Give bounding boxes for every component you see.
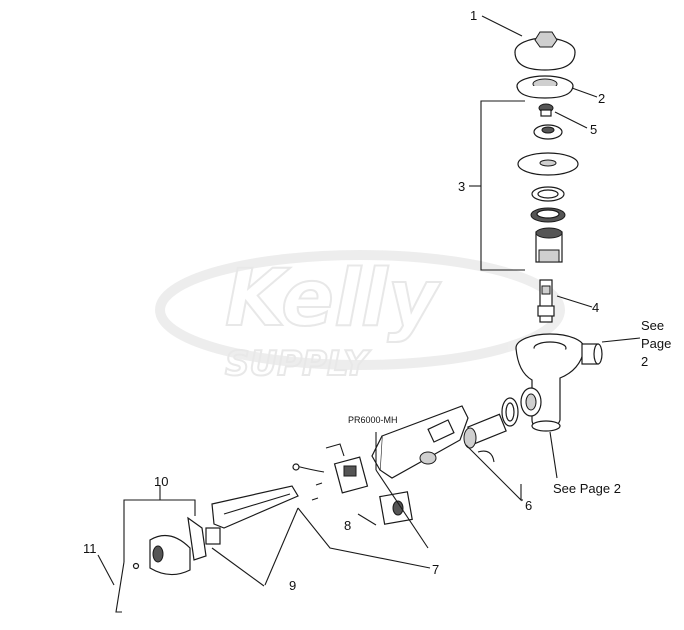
callout-5: 5 bbox=[590, 122, 597, 137]
see-page-2-label: See Page 2 bbox=[553, 481, 621, 496]
leader-lines bbox=[97, 15, 641, 587]
watermark-supply: SUPPLY bbox=[225, 344, 371, 384]
part-4-stem bbox=[537, 279, 555, 323]
watermark-logo: Kelly SUPPLY bbox=[155, 250, 565, 385]
callout-6: 6 bbox=[525, 498, 532, 513]
part-8-sensor bbox=[379, 491, 413, 525]
part-6-coupling-kit bbox=[463, 397, 519, 463]
callout-3: 3 bbox=[458, 179, 465, 194]
part-2-cover bbox=[516, 75, 574, 99]
control-module-housing bbox=[371, 405, 469, 479]
callout-10: 10 bbox=[154, 474, 168, 489]
callout-1: 1 bbox=[470, 8, 477, 23]
callout-2: 2 bbox=[598, 91, 605, 106]
part-7-solenoid bbox=[292, 443, 369, 501]
callout-7: 7 bbox=[432, 562, 439, 577]
callout-11: 11 bbox=[83, 541, 97, 556]
see-page-top-line3: 2 bbox=[641, 354, 648, 369]
model-label: PR6000-MH bbox=[348, 415, 398, 425]
part-10-end-cap bbox=[149, 516, 207, 576]
part-9-cover-plate bbox=[205, 485, 299, 545]
watermark-brand: Kelly bbox=[225, 254, 442, 344]
valve-body bbox=[515, 333, 603, 432]
part-3-diaphragm-kit bbox=[517, 124, 579, 263]
callout-8: 8 bbox=[344, 518, 351, 533]
see-page-top-line2: Page bbox=[641, 336, 671, 351]
callout-4: 4 bbox=[592, 300, 599, 315]
part-1-cap bbox=[514, 31, 576, 71]
callout-9: 9 bbox=[289, 578, 296, 593]
part-11-hex-wrench bbox=[115, 561, 140, 613]
see-page-top-line1: See bbox=[641, 318, 664, 333]
part-5-relief-valve bbox=[538, 103, 554, 117]
